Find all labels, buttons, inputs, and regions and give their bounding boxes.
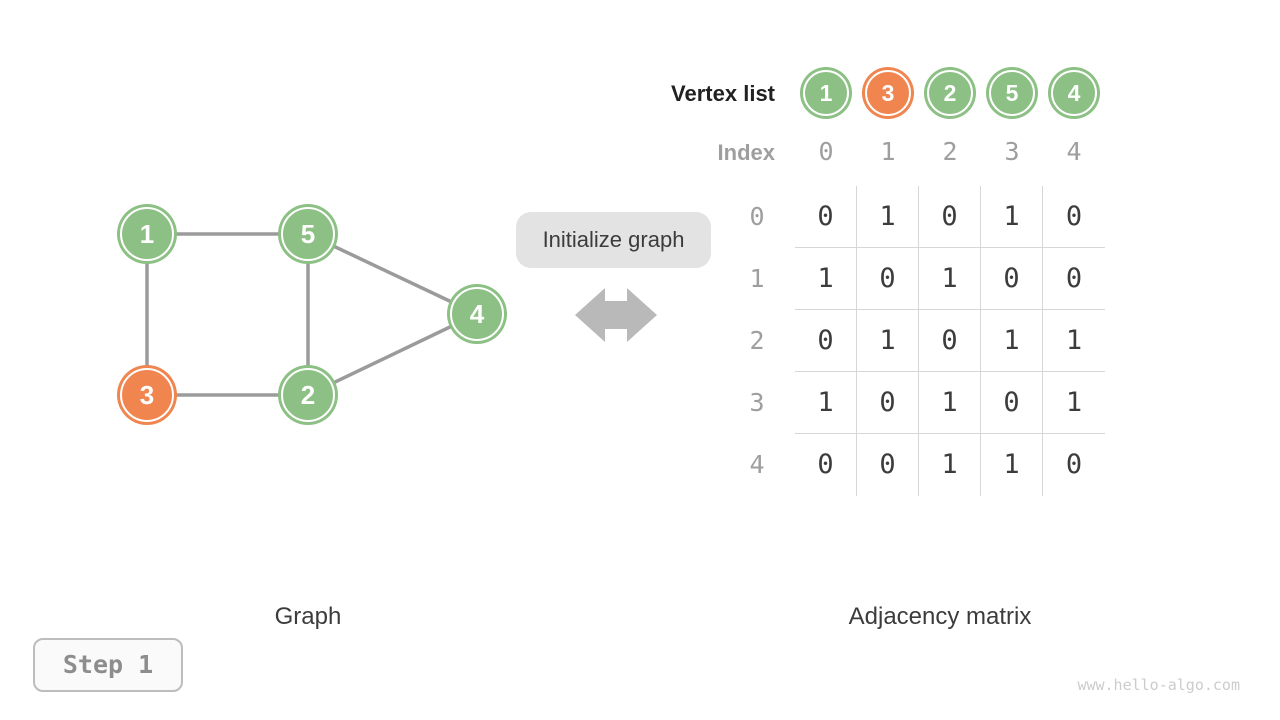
- graph-edges: [145, 232, 478, 397]
- vertex-list: 1 3 2 5 4: [803, 70, 1097, 116]
- matrix-cell: 0: [919, 186, 981, 248]
- vertex-circle-3: 3: [865, 70, 911, 116]
- graph-node-2: 2: [281, 368, 335, 422]
- graph-node-3: 3: [120, 368, 174, 422]
- matrix-cell: 1: [919, 372, 981, 434]
- vertex-circle-2: 2: [927, 70, 973, 116]
- matrix-cell: 1: [981, 434, 1043, 496]
- graph-node-1: 1: [120, 207, 174, 261]
- matrix-cell: 0: [1065, 449, 1083, 480]
- matrix-cell: 1: [1043, 372, 1105, 434]
- matrix-cell: 0: [857, 434, 919, 496]
- matrix-caption: Adjacency matrix: [848, 603, 1032, 630]
- action-label: Initialize graph: [516, 212, 711, 268]
- matrix-cell: 1: [857, 186, 919, 248]
- vertex-circle-5: 5: [989, 70, 1035, 116]
- index-value: 3: [1004, 137, 1020, 166]
- index-value: 1: [880, 137, 896, 166]
- watermark: www.hello-algo.com: [1077, 676, 1240, 694]
- matrix-cell: 0: [1043, 248, 1105, 310]
- matrix-cell: 1: [857, 310, 919, 372]
- matrix-cell: 0: [795, 310, 857, 372]
- index-value: 0: [818, 137, 834, 166]
- matrix-cell: 1: [919, 434, 981, 496]
- vertex-circle-1: 1: [803, 70, 849, 116]
- graph-edge-5-4: [307, 232, 478, 316]
- vertex-list-label: Vertex list: [671, 81, 775, 106]
- matrix-row-labels: 0 1 2 3 4: [737, 186, 777, 496]
- left-right-arrow-icon: [575, 288, 657, 342]
- matrix-cell: 0: [981, 372, 1043, 434]
- adjacency-matrix: 0 1 0 1 0 1 0 1 0 0 0 1 0 1 1 1 0 1 0 1 …: [795, 186, 1105, 496]
- row-label: 2: [749, 326, 765, 355]
- index-row: 0 1 2 3 4: [795, 137, 1105, 167]
- matrix-cell: 0: [795, 186, 857, 248]
- matrix-cell: 0: [857, 372, 919, 434]
- matrix-cell: 0: [857, 248, 919, 310]
- matrix-cell: 0: [795, 434, 857, 496]
- row-label: 4: [749, 450, 765, 479]
- index-label: Index: [717, 140, 775, 165]
- matrix-cell: 1: [795, 248, 857, 310]
- row-label: 3: [749, 388, 765, 417]
- matrix-cell: 0: [1043, 186, 1105, 248]
- step-badge: Step 1: [33, 638, 183, 692]
- graph-node-4: 4: [450, 287, 504, 341]
- left-right-arrow-shape: [575, 288, 657, 342]
- row-label: 0: [749, 202, 765, 231]
- matrix-cell: 1: [919, 248, 981, 310]
- matrix-cell: 1: [981, 186, 1043, 248]
- matrix-cell: 0: [981, 248, 1043, 310]
- index-value: 4: [1066, 137, 1082, 166]
- index-value: 2: [942, 137, 958, 166]
- matrix-cell: 1: [795, 372, 857, 434]
- matrix-cell: 1: [981, 310, 1043, 372]
- graph-node-5: 5: [281, 207, 335, 261]
- matrix-cell: 0: [919, 310, 981, 372]
- matrix-cell: 1: [1043, 310, 1105, 372]
- graph-edge-2-4: [307, 312, 478, 397]
- graph-caption: Graph: [274, 603, 342, 630]
- vertex-circle-4: 4: [1051, 70, 1097, 116]
- row-label: 1: [749, 264, 765, 293]
